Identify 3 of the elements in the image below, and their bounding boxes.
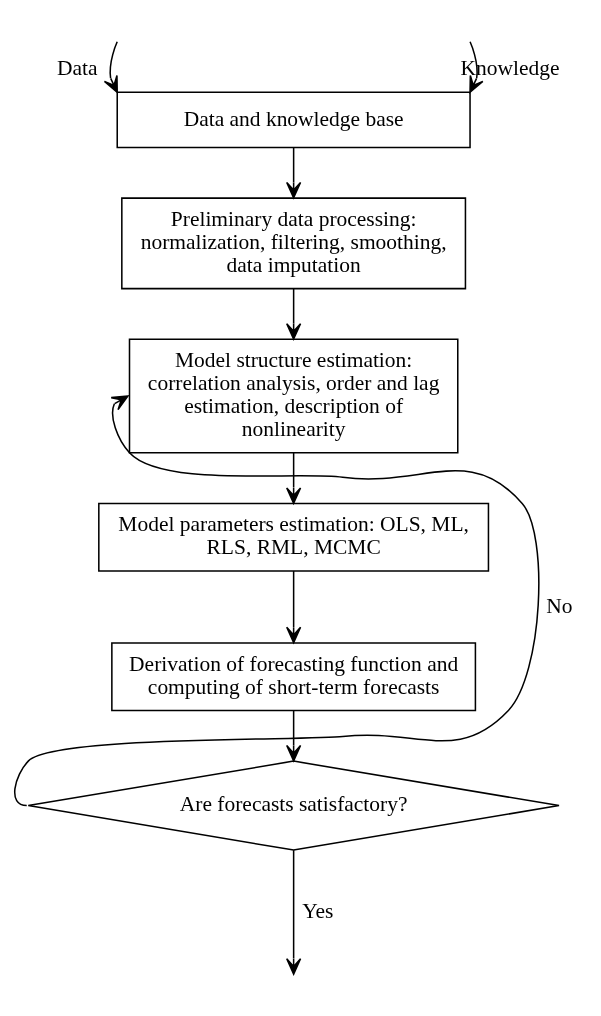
edge-label: No	[546, 593, 573, 618]
edge-label: Data	[57, 56, 98, 81]
edge-label: Yes	[302, 898, 334, 923]
